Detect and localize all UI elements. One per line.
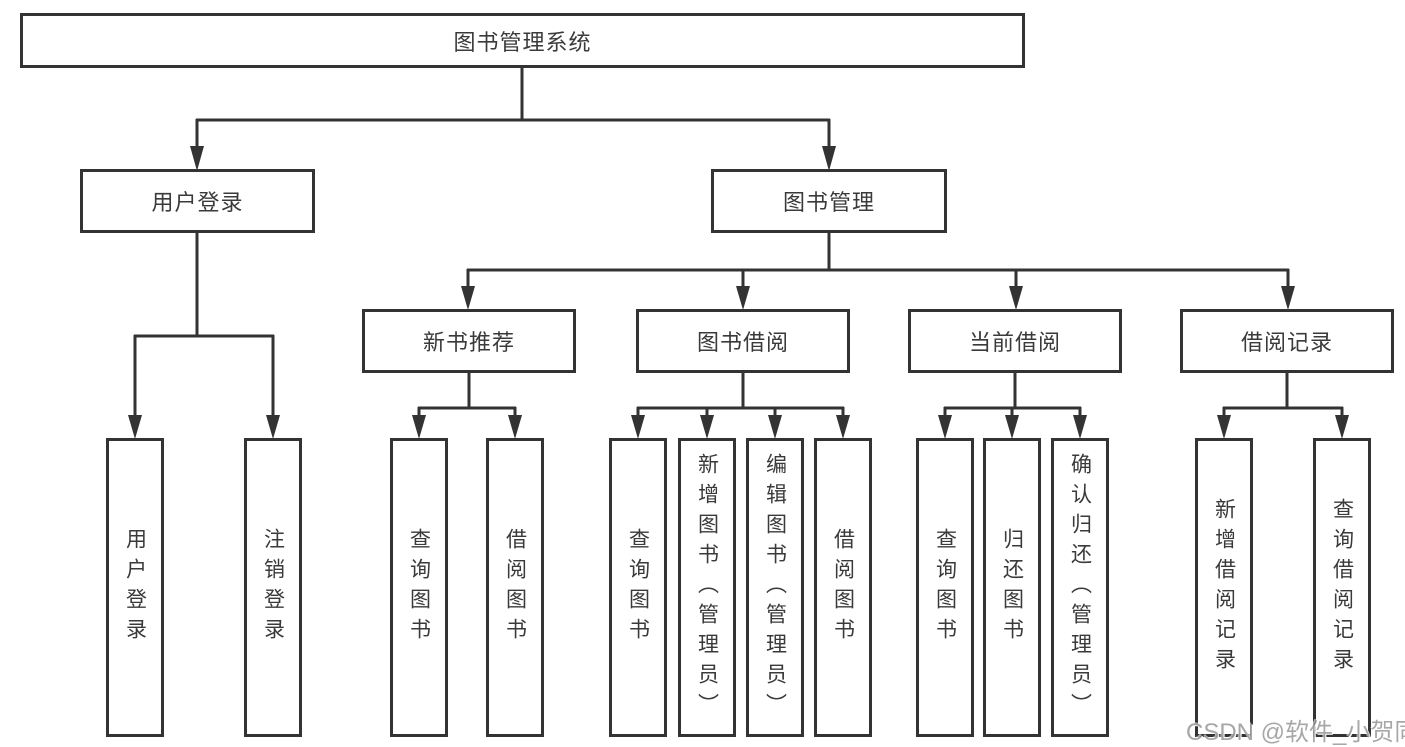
node-recommend-query-books: 查询图书	[390, 438, 448, 737]
node-current-borrow: 当前借阅	[908, 309, 1122, 373]
edge-records-to-children	[1222, 373, 1344, 419]
node-label: 查询图书	[626, 527, 650, 648]
node-book-borrow: 图书借阅	[636, 309, 850, 373]
node-label: 查询图书	[407, 527, 431, 648]
node-label: 图书管理	[782, 190, 875, 215]
arrowhead	[508, 415, 522, 439]
node-book-management: 图书管理	[711, 169, 947, 233]
arrowhead	[266, 415, 280, 439]
node-label: 新书推荐	[422, 330, 515, 355]
node-borrow-record: 借阅记录	[1180, 309, 1394, 373]
node-label: 用户登录	[123, 527, 147, 648]
node-label: 注销登录	[261, 527, 285, 648]
node-current-confirm-return-admin: 确认归还（管理员）	[1051, 438, 1109, 737]
edge-borrow-to-children	[636, 373, 845, 419]
arrowhead	[700, 415, 714, 439]
arrowhead	[1073, 415, 1087, 439]
node-new-book-recommend: 新书推荐	[362, 309, 576, 373]
node-label: 确认归还（管理员）	[1068, 452, 1092, 723]
node-label: 编辑图书（管理员）	[763, 452, 787, 723]
node-record-add-record: 新增借阅记录	[1195, 438, 1253, 737]
arrowhead	[1335, 415, 1349, 439]
node-recommend-borrow-books: 借阅图书	[486, 438, 544, 737]
node-record-query-record: 查询借阅记录	[1313, 438, 1371, 737]
node-label: 查询借阅记录	[1330, 497, 1354, 678]
edge-root-to-level2	[195, 68, 831, 150]
arrowhead	[461, 286, 475, 310]
edge-management-to-level3	[466, 233, 1290, 290]
node-label: 图书管理系统	[453, 29, 592, 55]
node-borrow-borrow-books: 借阅图书	[814, 438, 872, 737]
node-borrow-edit-books-admin: 编辑图书（管理员）	[746, 438, 804, 737]
arrowhead	[631, 415, 645, 439]
node-label: 归还图书	[1000, 527, 1024, 648]
arrowhead	[836, 415, 850, 439]
arrowhead	[938, 415, 952, 439]
arrowhead	[768, 415, 782, 439]
arrowhead	[190, 146, 204, 171]
node-label: 借阅图书	[831, 527, 855, 648]
node-label: 新增借阅记录	[1212, 497, 1236, 678]
node-current-query-books: 查询图书	[916, 438, 974, 737]
node-borrow-query-books: 查询图书	[609, 438, 667, 737]
node-logout-action: 注销登录	[244, 438, 302, 737]
arrowheads	[128, 146, 1349, 439]
node-user-login: 用户登录	[80, 169, 315, 233]
arrowhead	[1005, 415, 1019, 439]
arrowhead	[1281, 286, 1295, 310]
edge-login-to-children	[133, 233, 275, 419]
node-label: 查询图书	[933, 527, 957, 648]
node-label: 图书借阅	[696, 330, 789, 355]
edge-recommend-to-children	[417, 373, 517, 419]
node-label: 借阅图书	[503, 527, 527, 648]
node-label: 新增图书（管理员）	[695, 452, 719, 723]
arrowhead	[1009, 286, 1023, 310]
node-borrow-add-books-admin: 新增图书（管理员）	[678, 438, 736, 737]
arrowhead	[822, 146, 836, 171]
arrowhead	[412, 415, 426, 439]
node-label: 用户登录	[151, 190, 244, 215]
edge-lines	[133, 68, 1344, 419]
arrowhead	[736, 286, 750, 310]
node-library-system: 图书管理系统	[20, 13, 1025, 68]
csdn-watermark: CSDN @软件_小贺同学	[1186, 719, 1405, 746]
node-current-return-books: 归还图书	[983, 438, 1041, 737]
node-label: 借阅记录	[1240, 330, 1333, 355]
edge-current-to-children	[943, 373, 1082, 419]
node-login-action: 用户登录	[106, 438, 164, 737]
node-label: 当前借阅	[968, 330, 1061, 355]
arrowhead	[128, 415, 142, 439]
arrowhead	[1217, 415, 1231, 439]
